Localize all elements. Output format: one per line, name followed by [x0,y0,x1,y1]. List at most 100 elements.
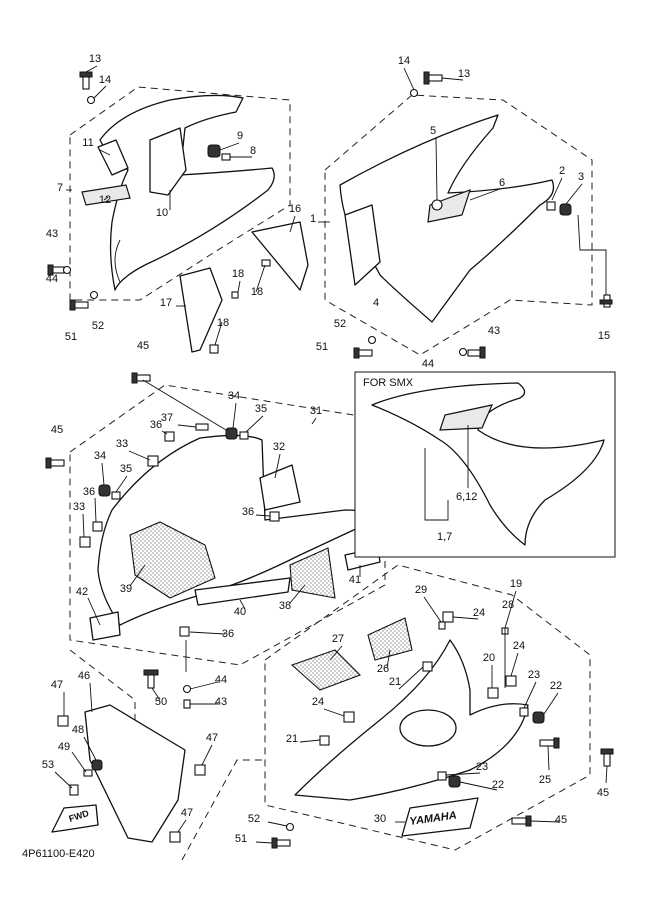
bolt-18a[interactable] [231,291,239,299]
bolt-51c[interactable] [271,837,291,849]
washer-44b[interactable] [458,347,468,357]
grommet-9[interactable] [207,144,221,158]
bolt-45c[interactable] [600,748,614,767]
collar-35a[interactable] [239,431,249,440]
bolt-43b[interactable] [467,346,486,359]
collar-35b[interactable] [111,491,121,500]
callout-n35b: 35 [120,463,132,475]
callout-n43a: 43 [46,228,58,240]
inner-panel-10[interactable] [149,127,187,196]
bolt-15[interactable] [599,294,613,308]
pad-27[interactable] [290,649,361,691]
smx-decal[interactable] [439,404,494,431]
decal-6[interactable] [427,189,471,223]
clip-47b[interactable] [194,764,206,776]
clip-36d[interactable] [179,626,190,637]
bolt-37[interactable] [195,423,209,431]
pad-26[interactable] [367,617,413,661]
nut-33b[interactable] [79,536,91,548]
bolt-45a[interactable] [131,372,151,384]
collar-23b[interactable] [437,771,447,781]
nut-24c[interactable] [343,711,355,723]
pad-39[interactable] [129,521,216,599]
clip-47a[interactable] [57,715,69,727]
washer-52a[interactable] [89,290,99,300]
bolt-25[interactable] [539,737,560,749]
bolt-45d[interactable] [511,815,532,827]
bolt-13a[interactable] [79,71,93,90]
callout-n7: 7 [57,182,63,194]
bracket-17[interactable] [179,267,223,353]
clip-36c[interactable] [269,511,280,522]
pad-38[interactable] [289,547,336,599]
collar-29[interactable] [438,621,446,630]
grommet-3[interactable] [559,203,572,216]
trim-42[interactable] [89,611,121,641]
bolt-43c[interactable] [183,699,191,709]
collar-49[interactable] [83,769,93,777]
collar-2[interactable] [546,201,556,211]
washer-52b[interactable] [367,335,377,345]
group-31-outline [69,384,386,666]
callout-n22b: 22 [492,779,504,791]
collar-8[interactable] [221,153,231,161]
grommet-5[interactable] [431,199,443,211]
bracket-20[interactable] [487,687,499,699]
grommet-22b[interactable] [448,775,461,788]
callout-n22a: 22 [550,680,562,692]
washer-52c[interactable] [285,822,295,832]
bolt-51a[interactable] [69,299,89,311]
nut-33a[interactable] [147,455,159,467]
bolt-53[interactable] [69,784,79,796]
callout-n3: 3 [578,171,584,183]
callout-n52c: 52 [248,813,260,825]
callout-n39: 39 [120,583,132,595]
washer-44c[interactable] [182,684,192,694]
duct-11[interactable] [97,139,129,176]
decal-30[interactable] [401,797,479,837]
callout-n48: 48 [72,724,84,736]
callout-n43b: 43 [488,325,500,337]
callout-n47c: 47 [181,807,193,819]
clip-36b[interactable] [92,521,103,532]
callout-n23a: 23 [528,669,540,681]
callout-n50: 50 [155,696,167,708]
clip-21a[interactable] [422,661,433,672]
side-cowling-left[interactable] [81,94,275,291]
bolt-18b[interactable] [261,259,271,267]
collar-23a[interactable] [519,707,529,717]
washer-14b[interactable] [409,88,419,98]
bracket-16[interactable] [251,221,309,291]
lower-cowling[interactable] [290,617,529,837]
clip-47c[interactable] [169,831,181,843]
side-cowling-right[interactable] [339,114,555,323]
nut-24b[interactable] [505,675,517,687]
callout-n14a: 14 [99,74,111,86]
under-cowling[interactable] [89,434,381,641]
smx-cowling[interactable] [371,382,605,546]
clip-36a[interactable] [164,431,175,442]
bolt-51b[interactable] [353,347,373,359]
inner-panel-4[interactable] [344,204,381,286]
inner-panel-46[interactable] [84,704,186,843]
grommet-34a[interactable] [225,427,238,440]
nut-24a[interactable] [442,611,454,623]
washer-14a[interactable] [86,95,96,105]
washer-44a[interactable] [62,265,72,275]
bolt-13b[interactable] [423,71,443,85]
callout-n38: 38 [279,600,291,612]
callout-n36a: 36 [150,419,162,431]
callout-n9: 9 [237,130,243,142]
bracket-32[interactable] [259,464,301,511]
bolt-18c[interactable] [209,344,219,354]
bolt-45b[interactable] [45,457,65,469]
clip-21b[interactable] [319,735,330,746]
side-cowling-left-panel[interactable] [99,94,275,291]
grommet-22a[interactable] [532,711,545,724]
grommet-48[interactable] [91,759,103,771]
grommet-34b[interactable] [98,484,111,497]
trim-strip-12[interactable] [81,184,131,206]
callout-n52a: 52 [92,320,104,332]
bolt-50[interactable] [143,669,159,689]
strip-40[interactable] [194,577,291,606]
